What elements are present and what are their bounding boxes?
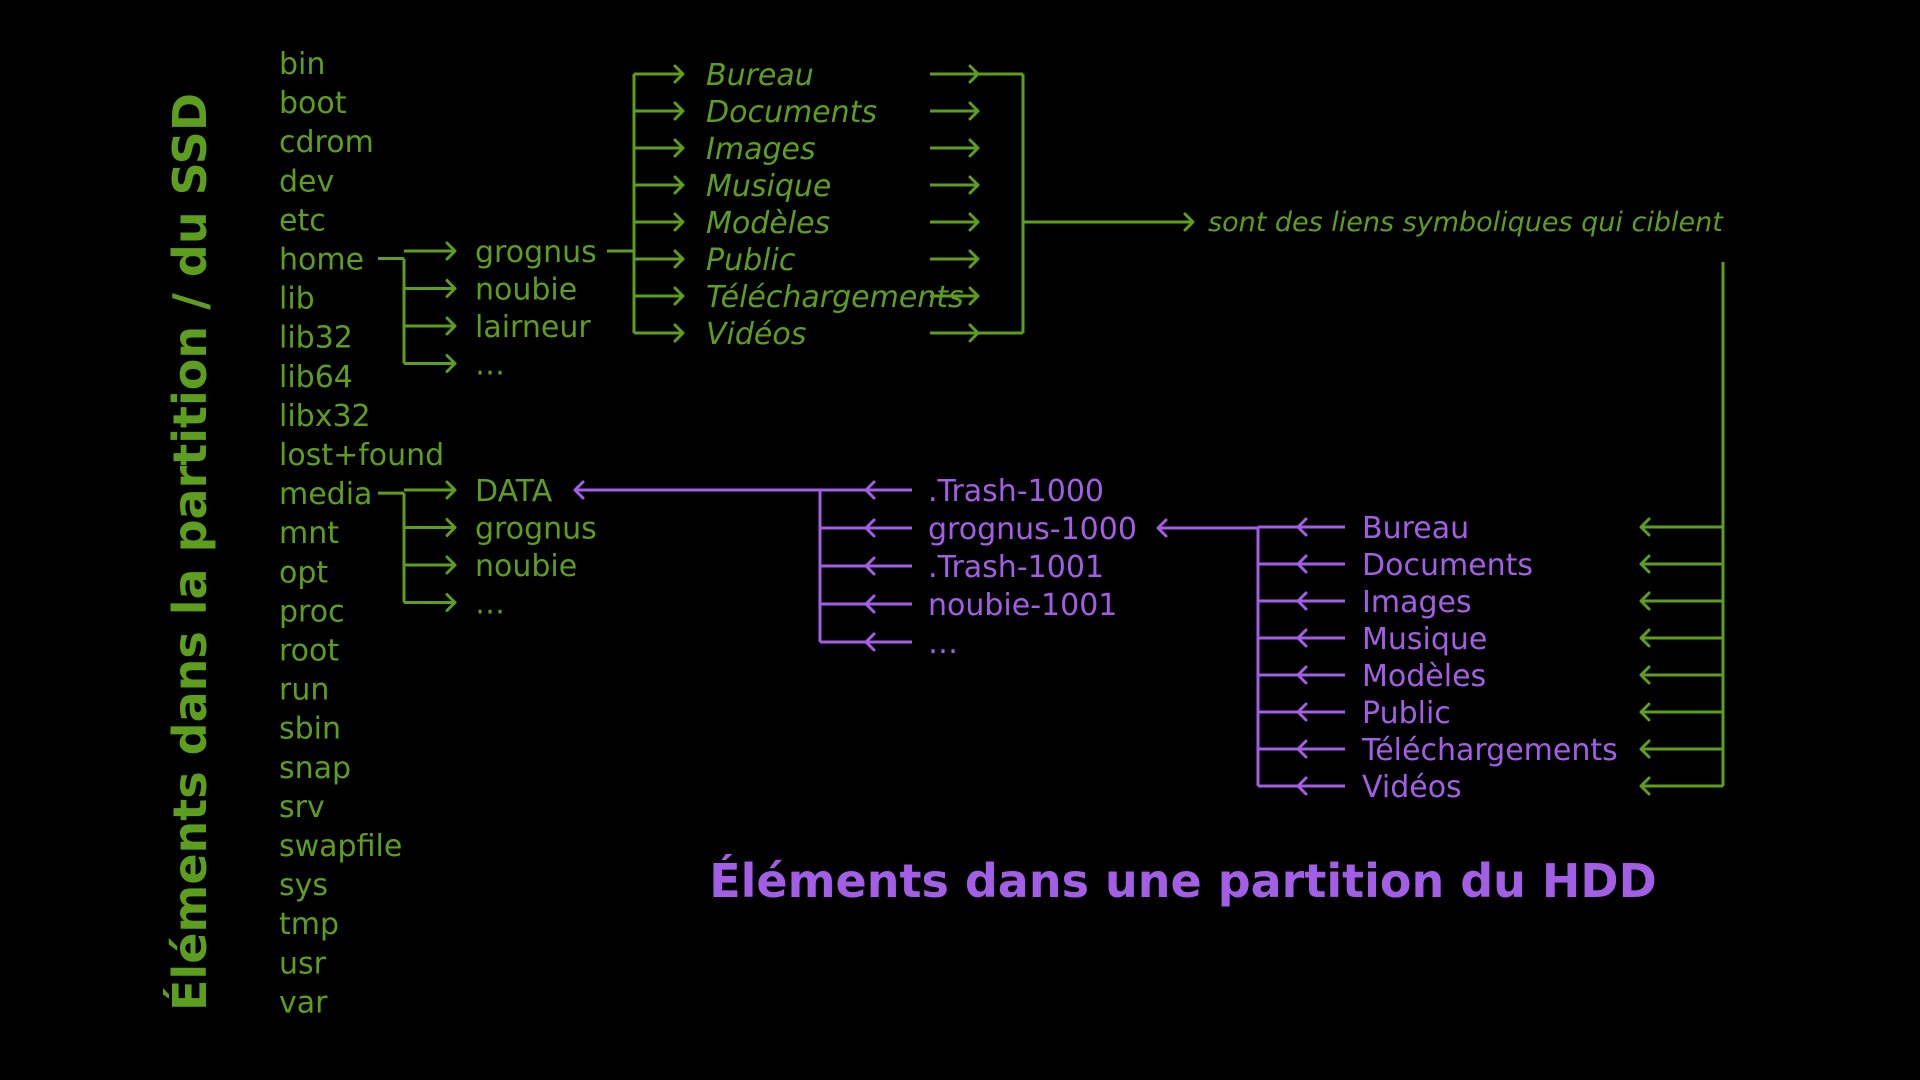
arrowhead-icon <box>445 593 457 612</box>
root-dir-15: root <box>279 634 339 669</box>
root-dir-6: lib <box>279 282 315 317</box>
symlink-note: sont des liens symboliques qui ciblent <box>1208 207 1724 238</box>
arrowhead-icon <box>673 323 685 343</box>
arrowhead-icon <box>968 249 980 269</box>
hdd-folder-0: Bureau <box>1362 511 1469 546</box>
root-dir-8: lib64 <box>279 360 353 395</box>
root-dir-17: sbin <box>279 712 341 747</box>
arrowhead-icon <box>573 480 585 500</box>
root-dir-24: var <box>279 985 328 1020</box>
user-folder-0: Bureau <box>706 58 814 93</box>
root-dir-5: home <box>279 243 364 278</box>
arrowhead-icon <box>1183 212 1195 232</box>
ssd-title: Éléments dans la partition / du SSD <box>163 93 217 1011</box>
media-child-0: DATA <box>475 474 553 509</box>
arrowhead-icon <box>445 518 457 537</box>
arrowhead-icon <box>1639 739 1651 759</box>
hdd-folder-1: Documents <box>1362 548 1533 583</box>
arrowhead-icon <box>673 175 685 195</box>
user-folder-2: Images <box>706 132 816 167</box>
arrowhead-icon <box>673 249 685 269</box>
root-dir-12: mnt <box>279 516 339 551</box>
hdd-folder-4: Modèles <box>1362 659 1486 694</box>
hdd-folder-2: Images <box>1362 585 1472 620</box>
media-child-1: grognus <box>475 512 597 547</box>
data-child-3: noubie-1001 <box>928 588 1117 623</box>
arrowhead-icon <box>673 286 685 306</box>
root-dir-16: run <box>279 673 329 708</box>
root-dir-1: boot <box>279 86 347 121</box>
arrowhead-icon <box>673 64 685 84</box>
arrowhead-icon <box>673 138 685 158</box>
arrowhead-icon <box>445 241 457 261</box>
arrowhead-icon <box>1639 628 1651 648</box>
hdd-folder-5: Public <box>1362 696 1451 731</box>
root-dir-20: swapfile <box>279 829 402 864</box>
data-child-0: .Trash-1000 <box>928 474 1104 509</box>
arrowhead-icon <box>673 101 685 121</box>
arrowhead-icon <box>445 354 457 373</box>
root-dir-13: opt <box>279 555 328 590</box>
user-folder-5: Public <box>706 243 796 278</box>
home-child-1: noubie <box>475 273 577 308</box>
arrowhead-icon <box>1639 517 1651 537</box>
arrowhead-icon <box>968 138 980 158</box>
home-child-0: grognus <box>475 235 597 270</box>
arrowhead-icon <box>968 212 980 232</box>
user-folder-7: Vidéos <box>706 317 806 352</box>
root-dir-11: media <box>279 477 372 512</box>
data-child-4: … <box>928 626 958 661</box>
user-folder-1: Documents <box>706 95 877 130</box>
root-dir-10: lost+found <box>279 438 444 473</box>
connector-lines <box>378 64 1725 796</box>
media-child-3: … <box>475 587 505 622</box>
arrowhead-icon <box>968 286 980 306</box>
root-dir-4: etc <box>279 203 326 238</box>
arrowhead-icon <box>1639 702 1651 722</box>
root-dir-18: snap <box>279 751 351 786</box>
root-dir-7: lib32 <box>279 321 353 356</box>
arrowhead-icon <box>445 555 457 575</box>
data-child-1: grognus-1000 <box>928 512 1137 547</box>
hdd-title: Éléments dans une partition du HDD <box>709 854 1657 908</box>
home-child-2: lairneur <box>475 310 591 345</box>
arrowhead-icon <box>445 316 457 336</box>
root-dir-22: tmp <box>279 907 339 942</box>
user-folder-3: Musique <box>706 169 831 204</box>
root-dir-2: cdrom <box>279 125 374 160</box>
root-dir-9: libx32 <box>279 399 371 434</box>
root-dir-19: srv <box>279 790 325 825</box>
hdd-folder-6: Téléchargements <box>1361 733 1618 768</box>
arrowhead-icon <box>1639 554 1651 574</box>
hdd-folder-3: Musique <box>1362 622 1487 657</box>
arrowhead-icon <box>1639 591 1651 611</box>
arrowhead-icon <box>1156 518 1168 538</box>
root-dir-0: bin <box>279 47 325 82</box>
home-child-3: … <box>475 348 505 383</box>
media-child-2: noubie <box>475 549 577 584</box>
hdd-folder-7: Vidéos <box>1362 770 1462 805</box>
root-dir-3: dev <box>279 164 334 199</box>
arrowhead-icon <box>968 175 980 195</box>
diagram-labels: Éléments dans la partition / du SSD bin bo… <box>163 47 1724 1020</box>
arrowhead-icon <box>968 101 980 121</box>
arrowhead-icon <box>445 480 457 500</box>
arrowhead-icon <box>445 279 457 298</box>
arrowhead-icon <box>1639 776 1651 796</box>
data-child-2: .Trash-1001 <box>928 550 1104 585</box>
root-dir-23: usr <box>279 946 327 981</box>
arrowhead-icon <box>1639 665 1651 685</box>
root-dir-14: proc <box>279 594 345 629</box>
user-folder-4: Modèles <box>706 206 830 241</box>
arrowhead-icon <box>673 212 685 232</box>
root-dir-21: sys <box>279 868 328 903</box>
user-folder-6: Téléchargements <box>706 280 964 315</box>
